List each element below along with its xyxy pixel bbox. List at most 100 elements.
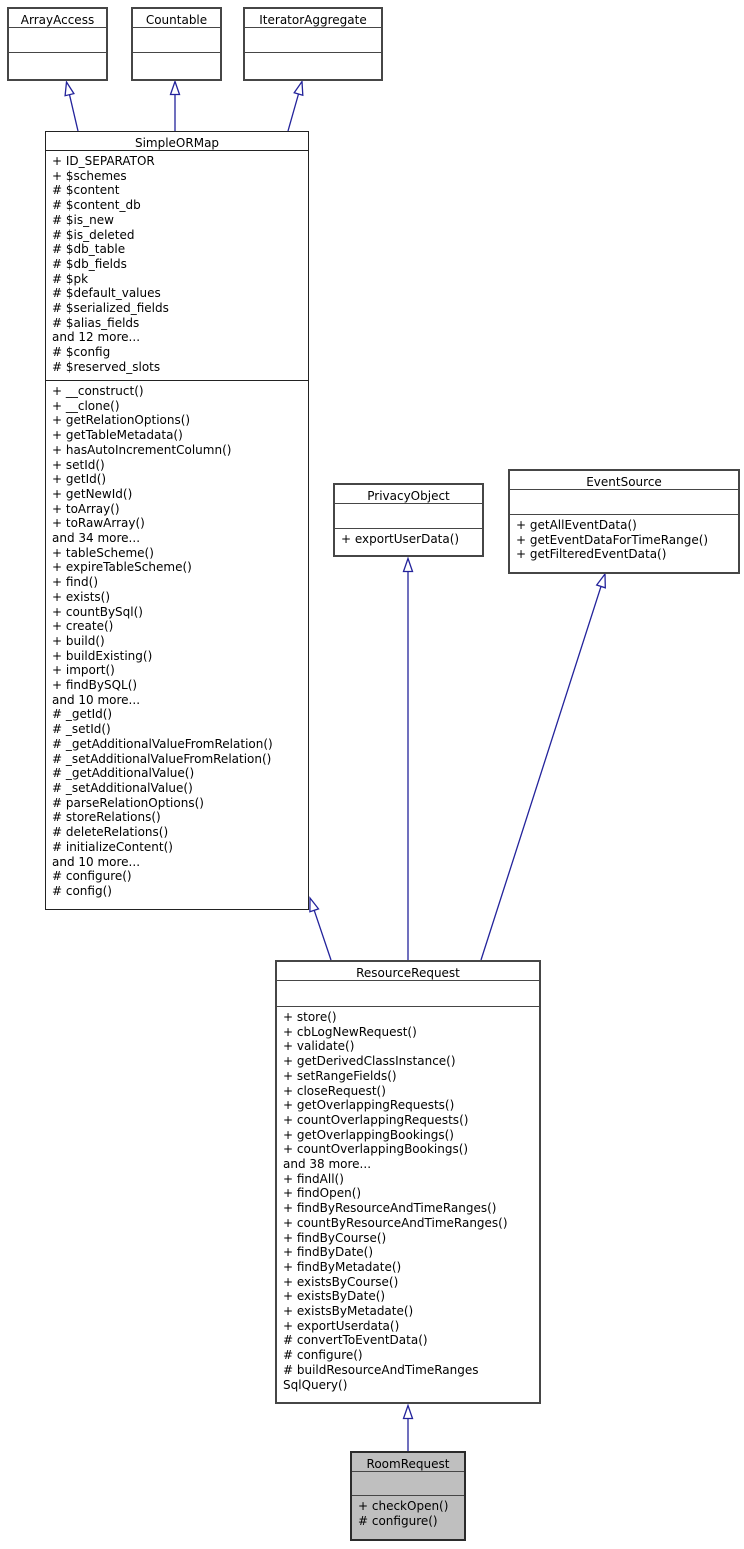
class-name-arrayaccess: ArrayAccess: [9, 9, 106, 28]
method-line: # _setAdditionalValueFromRelation(): [52, 751, 272, 766]
class-box-resourcerequest[interactable]: ResourceRequest + store()+ cbLogNewReque…: [275, 960, 541, 1404]
arrow-simpleormap-countable: [169, 79, 181, 131]
methods-compartment: + getAllEventData()+ getEventDataForTime…: [510, 515, 738, 572]
method-line: + getId(): [52, 472, 107, 487]
class-box-eventsource[interactable]: EventSource + getAllEventData()+ getEven…: [508, 469, 740, 574]
method-line: # config(): [52, 883, 112, 898]
method-line: # configure(): [52, 869, 132, 884]
attribute-line: and 12 more...: [52, 330, 141, 345]
arrow-simpleormap-arrayaccess: [64, 80, 79, 132]
attributes-compartment: [335, 504, 482, 529]
methods-compartment: + exportUserData(): [335, 529, 482, 555]
attribute-line: # $config: [52, 345, 111, 360]
method-line: + existsByDate(): [283, 1289, 386, 1304]
arrow-simpleormap-iteratoraggregate: [287, 79, 304, 132]
class-box-privacyobject[interactable]: PrivacyObject + exportUserData(): [333, 483, 484, 557]
methods-compartment: + store()+ cbLogNewRequest()+ validate()…: [277, 1007, 539, 1402]
class-name-iteratoraggregate: IteratorAggregate: [245, 9, 381, 28]
method-line: + countOverlappingRequests(): [283, 1112, 469, 1127]
class-name-countable: Countable: [133, 9, 220, 28]
method-line: # storeRelations(): [52, 810, 161, 825]
method-line: + countBySql(): [52, 604, 143, 619]
method-line: + findByResourceAndTimeRanges(): [283, 1201, 497, 1216]
attributes-compartment: [352, 1472, 464, 1496]
class-name-privacyobject: PrivacyObject: [335, 485, 482, 504]
method-line: + exists(): [52, 589, 111, 604]
arrow-roomrequest-resourcerequest: [402, 1403, 414, 1451]
method-line: # _getAdditionalValueFromRelation(): [52, 736, 273, 751]
method-line: # buildResourceAndTimeRanges: [283, 1362, 479, 1377]
method-line: + findBySQL(): [52, 678, 138, 693]
method-line: + getOverlappingBookings(): [283, 1127, 454, 1142]
method-line: + __clone(): [52, 398, 120, 413]
method-line: # configure(): [358, 1513, 438, 1528]
method-line: + hasAutoIncrementColumn(): [52, 442, 232, 457]
method-line: + toArray(): [52, 501, 120, 516]
method-line: + find(): [52, 575, 99, 590]
attribute-line: # $is_deleted: [52, 227, 135, 242]
attribute-line: # $alias_fields: [52, 315, 140, 330]
methods-compartment: + __construct()+ __clone()+ getRelationO…: [46, 381, 308, 909]
attribute-line: # $content_db: [52, 198, 141, 213]
method-line: + findByDate(): [283, 1245, 374, 1260]
method-line: + tableScheme(): [52, 545, 154, 560]
methods-compartment: [9, 53, 106, 79]
method-line: # configure(): [283, 1348, 363, 1363]
method-line: # initializeContent(): [52, 839, 173, 854]
method-line: + findOpen(): [283, 1186, 362, 1201]
method-line: # _setAdditionalValue(): [52, 780, 193, 795]
attribute-line: # $serialized_fields: [52, 301, 169, 316]
class-name-resourcerequest: ResourceRequest: [277, 962, 539, 981]
method-line: # _setId(): [52, 722, 111, 737]
attributes-compartment: [510, 490, 738, 515]
method-line: + cbLogNewRequest(): [283, 1024, 417, 1039]
method-line: + getEventDataForTimeRange(): [516, 532, 709, 547]
attributes-compartment: [9, 28, 106, 53]
method-line: + getFilteredEventData(): [516, 547, 667, 562]
methods-compartment: [245, 53, 381, 79]
method-line: + findByCourse(): [283, 1230, 387, 1245]
method-line: + getOverlappingRequests(): [283, 1098, 455, 1113]
method-line: + exportUserdata(): [283, 1318, 400, 1333]
method-line: + setId(): [52, 457, 105, 472]
method-line: + setRangeFields(): [283, 1068, 397, 1083]
method-line: # convertToEventData(): [283, 1333, 428, 1348]
class-box-iteratoraggregate[interactable]: IteratorAggregate: [243, 7, 383, 81]
method-line: and 38 more...: [283, 1157, 372, 1172]
method-line: + countOverlappingBookings(): [283, 1142, 469, 1157]
attributes-compartment: [245, 28, 381, 53]
method-line: # _getAdditionalValue(): [52, 766, 195, 781]
method-line: + store(): [283, 1010, 337, 1024]
attributes-compartment: + ID_SEPARATOR+ $schemes# $content# $con…: [46, 151, 308, 381]
class-box-simpleormap[interactable]: SimpleORMap + ID_SEPARATOR+ $schemes# $c…: [45, 131, 309, 910]
method-line: + countByResourceAndTimeRanges(): [283, 1215, 508, 1230]
method-line: + getDerivedClassInstance(): [283, 1054, 456, 1069]
method-line: + build(): [52, 633, 105, 648]
method-line: # _getId(): [52, 707, 113, 722]
method-line: and 34 more...: [52, 531, 141, 546]
attribute-line: + ID_SEPARATOR: [52, 154, 155, 168]
class-name-eventsource: EventSource: [510, 471, 738, 490]
class-box-roomrequest: RoomRequest + checkOpen()# configure(): [350, 1451, 466, 1541]
class-box-countable[interactable]: Countable: [131, 7, 222, 81]
method-line: + import(): [52, 663, 115, 678]
attribute-line: # $default_values: [52, 286, 161, 301]
attribute-line: # $db_table: [52, 242, 126, 257]
attribute-line: # $is_new: [52, 212, 114, 227]
method-line: + validate(): [283, 1039, 355, 1054]
class-box-arrayaccess[interactable]: ArrayAccess: [7, 7, 108, 81]
method-line: and 10 more...: [52, 692, 141, 707]
attribute-line: + $schemes: [52, 168, 127, 183]
method-line: SqlQuery(): [283, 1377, 348, 1392]
method-line: + buildExisting(): [52, 648, 153, 663]
method-line: + getRelationOptions(): [52, 413, 191, 428]
attribute-line: # $reserved_slots: [52, 359, 161, 374]
method-line: + getAllEventData(): [516, 518, 637, 532]
arrow-resourcerequest-simpleormap: [309, 896, 332, 961]
class-name-simpleormap: SimpleORMap: [46, 132, 308, 151]
method-line: + toRawArray(): [52, 516, 145, 531]
method-line: + getTableMetadata(): [52, 428, 183, 443]
class-name-roomrequest: RoomRequest: [352, 1453, 464, 1472]
arrow-resourcerequest-privacyobject: [402, 556, 414, 960]
